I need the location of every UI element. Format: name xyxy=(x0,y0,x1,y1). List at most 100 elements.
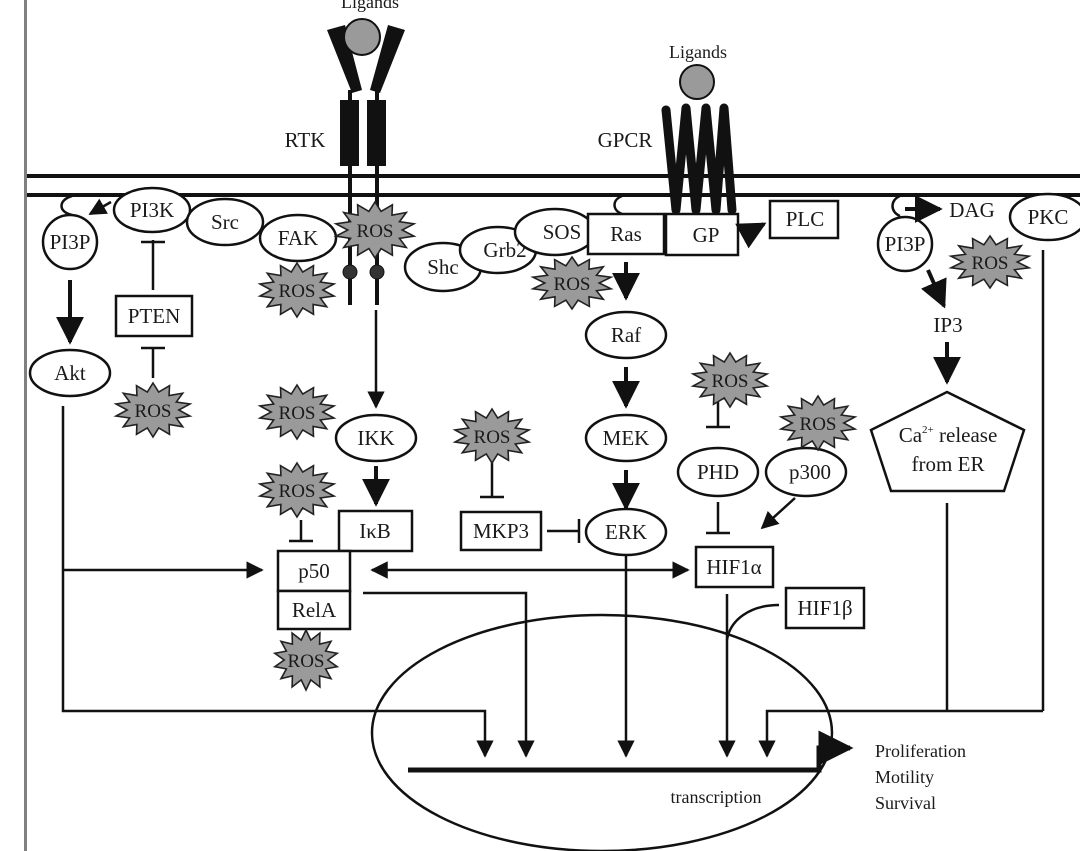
pten-label: PTEN xyxy=(128,304,181,328)
gp-label: GP xyxy=(693,223,720,247)
ras-label: Ras xyxy=(610,222,642,246)
phd-node xyxy=(676,446,760,498)
ikk-label: IKK xyxy=(357,426,394,450)
ros-at-rtk: ROS xyxy=(333,200,417,260)
ros-starburst-icon xyxy=(530,255,614,311)
ros-inhibits-phd: ROS xyxy=(690,351,770,409)
phd-label: PHD xyxy=(697,460,739,484)
raf-node xyxy=(584,310,668,360)
pi3k-node xyxy=(112,186,192,234)
dag-label: DAG xyxy=(949,198,995,222)
plc-node xyxy=(768,199,840,240)
p50-node xyxy=(276,549,352,593)
frame-left-border xyxy=(24,0,27,851)
ros-starburst-icon xyxy=(257,383,337,441)
ros-starburst-icon xyxy=(113,381,193,439)
ras-anchor xyxy=(613,194,623,216)
ros-bursts: ROS ROS ROS ROS ROS ROS ROS ROS ROS ROS ROS xyxy=(113,200,1032,692)
ros-starburst-icon xyxy=(690,351,770,409)
pi3p-right-node xyxy=(876,215,934,273)
pi3k-label: PI3K xyxy=(130,198,174,222)
fak-label: FAK xyxy=(278,226,318,250)
gpcr-label: GPCR xyxy=(598,128,653,152)
pi3p-left-node xyxy=(41,213,99,271)
ros-starburst-icon xyxy=(257,261,337,319)
ip3-label: IP3 xyxy=(933,313,962,337)
gpcr-receptor: Ligands GPCR xyxy=(598,42,737,215)
ras-node xyxy=(586,212,666,256)
ros-starburst-icon xyxy=(333,200,417,260)
pten-node xyxy=(114,294,194,338)
pi3p-right-anchor xyxy=(891,194,901,218)
mkp3-label: MKP3 xyxy=(473,519,529,543)
shc-label: Shc xyxy=(427,255,459,279)
mkp3-node xyxy=(459,510,543,552)
ros-starburst-icon xyxy=(257,461,337,519)
plc-label: PLC xyxy=(786,207,825,231)
hif1b-node xyxy=(784,586,866,630)
mek-label: MEK xyxy=(603,426,650,450)
akt-node xyxy=(28,348,112,398)
ros-label: ROS xyxy=(279,403,316,424)
pi3p-to-ip3-arrow xyxy=(920,269,947,309)
ros-label: ROS xyxy=(279,281,316,302)
ros-starburst-icon xyxy=(778,394,858,452)
ros-starburst-icon xyxy=(452,407,532,465)
ros-label: ROS xyxy=(357,221,394,242)
p300-label: p300 xyxy=(789,460,831,484)
gpcr-ligand xyxy=(679,64,715,100)
ros-label: ROS xyxy=(972,253,1009,274)
ros-near-p300: ROS xyxy=(778,394,858,452)
ikb-label: IκB xyxy=(359,519,391,543)
rtk-ligand xyxy=(343,18,381,56)
erk-node xyxy=(584,507,668,557)
hif1a-node xyxy=(694,545,775,589)
akt-to-nucleus-path xyxy=(61,406,494,758)
transcription-label: transcription xyxy=(671,787,762,807)
pkc-label: PKC xyxy=(1028,205,1069,229)
rtk-arm-right xyxy=(370,25,405,93)
ros-near-ikk: ROS xyxy=(257,383,337,441)
ros-inhibits-p50: ROS xyxy=(257,461,337,519)
ros-label: ROS xyxy=(279,481,316,502)
pi3p-left-label: PI3P xyxy=(50,230,91,254)
ros-label: ROS xyxy=(712,371,749,392)
ros-label: ROS xyxy=(135,401,172,422)
ros-inhibits-mkp3: ROS xyxy=(452,407,532,465)
ikb-node xyxy=(337,509,414,553)
src-node xyxy=(185,197,265,247)
sos-label: SOS xyxy=(543,220,582,244)
ros-label: ROS xyxy=(288,651,325,672)
nfkb-to-nucleus-path xyxy=(363,591,535,758)
rela-label: RelA xyxy=(292,598,337,622)
ros-label: ROS xyxy=(554,274,591,295)
ros-below-rela: ROS xyxy=(272,628,340,692)
phospho-site-right xyxy=(369,264,385,280)
pi3p-left-anchor xyxy=(60,194,73,217)
ca-release-pentagon xyxy=(869,390,1026,493)
ca-release-line2: from ER xyxy=(912,452,985,476)
ca-release-line1: Ca2+ release xyxy=(899,423,998,447)
ros-near-sos: ROS xyxy=(530,255,614,311)
hif1b-joins-line xyxy=(725,603,780,641)
ros-near-pkc: ROS xyxy=(948,234,1032,290)
fak-node xyxy=(258,213,338,263)
ros-label: ROS xyxy=(800,414,837,435)
ros-starburst-icon xyxy=(272,628,340,692)
rela-node xyxy=(276,589,352,631)
rtk-ligands-label: Ligands xyxy=(341,0,399,12)
erk-label: ERK xyxy=(605,520,647,544)
ros-label: ROS xyxy=(474,427,511,448)
outcome-motility: Motility xyxy=(875,767,934,787)
outcome-proliferation: Proliferation xyxy=(875,741,966,761)
gp-to-plc-arrow xyxy=(735,222,767,249)
nucleus xyxy=(370,613,834,851)
outcome-survival: Survival xyxy=(875,793,936,813)
ros-inhibits-pten: ROS xyxy=(113,381,193,439)
phospho-site-left xyxy=(342,264,358,280)
p300-node xyxy=(764,446,848,498)
src-label: Src xyxy=(211,210,239,234)
raf-label: Raf xyxy=(611,323,641,347)
hif1a-label: HIF1α xyxy=(706,555,761,579)
right-pathways-to-nucleus-arrow xyxy=(758,709,1043,758)
